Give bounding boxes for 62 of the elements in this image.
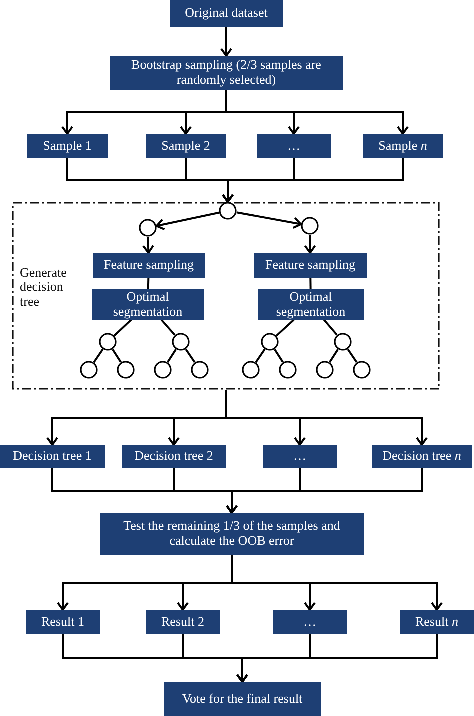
- process-box: Optimal segmentation: [258, 289, 364, 320]
- arrow: [236, 212, 302, 230]
- tree-node-circle: [191, 361, 209, 379]
- connector-line: [276, 319, 295, 337]
- arrow: [142, 236, 154, 254]
- tree-node-circle: [99, 333, 117, 351]
- tree-node-circle: [279, 361, 297, 379]
- process-box: …: [257, 134, 331, 158]
- arrow: [226, 468, 423, 514]
- arrow: [222, 158, 404, 203]
- tree-node-circle: [353, 361, 371, 379]
- process-box: …: [263, 445, 337, 468]
- arrow: [304, 234, 316, 254]
- dashed-group-frame: [12, 202, 440, 390]
- connector-line: [93, 348, 104, 364]
- tree-node-circle: [301, 217, 319, 235]
- connector-line: [255, 348, 266, 364]
- connector-line: [185, 348, 196, 364]
- tree-node-circle: [117, 361, 135, 379]
- tree-node-circle: [139, 219, 157, 237]
- process-box: Decision tree 2: [122, 445, 226, 468]
- process-box: Feature sampling: [254, 253, 367, 278]
- group-label: Generate decision tree: [20, 266, 68, 309]
- connector-line: [112, 349, 122, 363]
- connector-line: [323, 319, 338, 336]
- arrow: [231, 555, 443, 611]
- tree-node-circle: [172, 333, 190, 351]
- connector-line: [347, 348, 358, 364]
- process-box: Result n: [400, 610, 474, 634]
- process-box: Sample 2: [146, 134, 226, 158]
- connector-line: [147, 278, 150, 290]
- process-box: Sample 1: [27, 134, 108, 158]
- tree-node-circle: [334, 333, 352, 351]
- arrow: [226, 90, 409, 135]
- process-box: Result 1: [26, 610, 100, 634]
- arrow: [225, 390, 428, 446]
- process-box: Original dataset: [170, 0, 283, 27]
- tree-node-circle: [154, 361, 172, 379]
- connector-line: [274, 349, 284, 363]
- tree-node-circle: [261, 333, 279, 351]
- connector-line: [310, 278, 312, 290]
- arrow: [236, 634, 438, 683]
- process-box: Decision tree n: [372, 445, 472, 468]
- process-box: Sample n: [363, 134, 443, 158]
- process-box: Feature sampling: [93, 253, 205, 278]
- connector-line: [160, 319, 176, 336]
- tree-node-circle: [242, 361, 260, 379]
- tree-node-circle: [219, 202, 237, 220]
- process-box: Test the remaining 1/3 of the samples and calculate the OOB error: [100, 513, 364, 555]
- process-box: Vote for the final result: [164, 682, 321, 716]
- process-box: Decision tree 1: [0, 445, 105, 468]
- connector-line: [114, 319, 132, 337]
- process-box: Bootstrap sampling (2/3 samples are randomly selected): [110, 56, 343, 90]
- arrow: [156, 212, 220, 231]
- connector-line: [167, 349, 177, 363]
- process-box: Optimal segmentation: [92, 289, 204, 320]
- connector-line: [329, 349, 339, 363]
- tree-node-circle: [316, 361, 334, 379]
- arrow: [220, 27, 232, 57]
- process-box: Result 2: [146, 610, 220, 634]
- tree-node-circle: [80, 361, 98, 379]
- process-box: …: [273, 610, 347, 634]
